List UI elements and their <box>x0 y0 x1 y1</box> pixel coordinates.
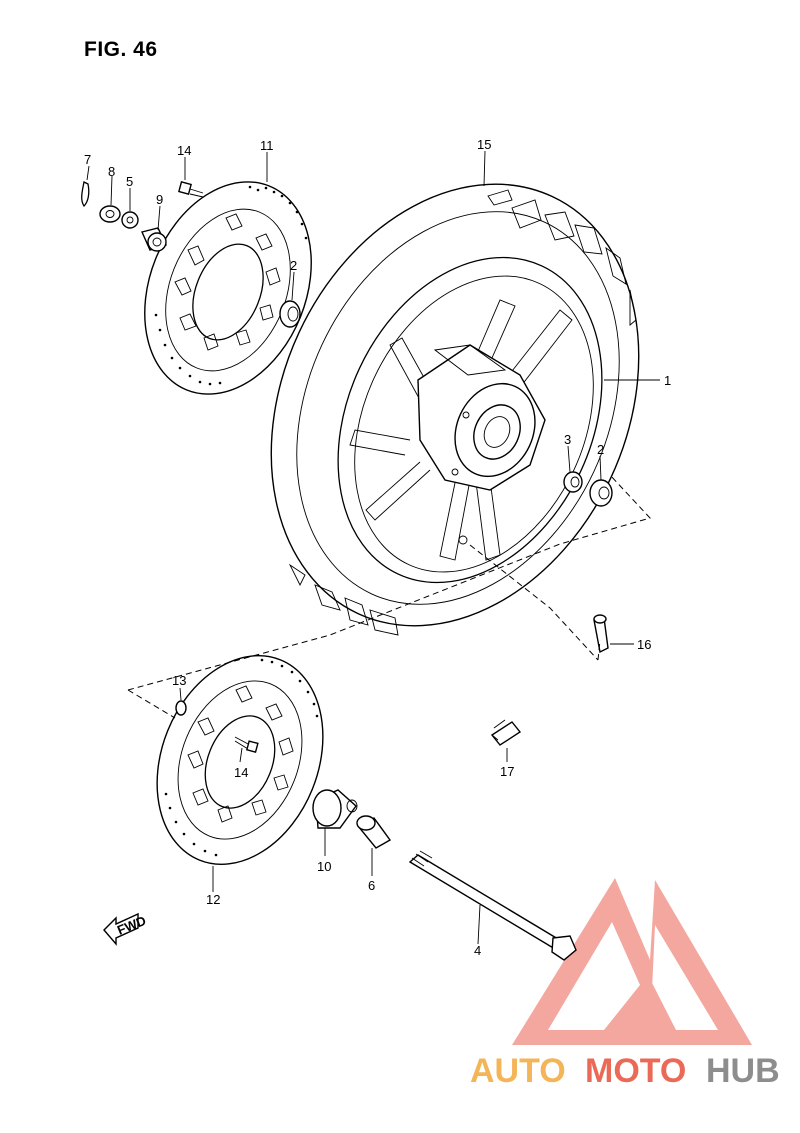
callout-10: 10 <box>317 859 331 874</box>
washer <box>121 211 139 229</box>
callout-4: 4 <box>474 943 481 958</box>
lower-washer <box>175 700 187 716</box>
svg-text:MOTO: MOTO <box>585 1052 686 1090</box>
alignment-lines <box>127 474 651 719</box>
fwd-arrow-icon: FWD <box>103 913 148 946</box>
callout-7: 7 <box>84 152 91 167</box>
watermark-text: AUTO MOTO HUB <box>470 1052 780 1090</box>
callout-6: 8 <box>108 164 115 179</box>
disc-bolt-lower <box>234 736 259 753</box>
figure-title: FIG. 46 <box>84 38 158 61</box>
callout-1: 1 <box>664 373 671 388</box>
cotter-pin <box>81 181 90 208</box>
callout-8: 9 <box>156 192 163 207</box>
fwd-label: FWD <box>115 913 148 938</box>
callout-14-lower: 14 <box>234 765 248 780</box>
bearing-spacer <box>563 471 583 493</box>
watermark-logo <box>512 878 752 1045</box>
callout-2-upper: 2 <box>290 258 297 273</box>
callout-15: 15 <box>477 137 491 152</box>
callout-16: 16 <box>637 637 651 652</box>
callout-14-upper: 14 <box>177 143 191 158</box>
callout-11: 11 <box>260 138 274 153</box>
leader-lines <box>86 150 660 945</box>
bearing-right <box>589 479 613 507</box>
callout-17: 17 <box>500 764 514 779</box>
svg-text:AUTO: AUTO <box>470 1052 566 1090</box>
nut <box>99 205 121 223</box>
svg-text:HUB: HUB <box>706 1052 780 1090</box>
axle-collar <box>312 789 358 829</box>
front-axle <box>408 850 577 961</box>
disc-bolt-upper <box>178 181 204 198</box>
callout-3: 3 <box>564 432 571 447</box>
callout-5: 5 <box>126 174 133 189</box>
axle-spacer <box>356 815 392 849</box>
callout-13: 13 <box>172 673 186 688</box>
bearing-upper <box>279 300 301 328</box>
callout-9: 6 <box>368 878 375 893</box>
wheel-assembly <box>270 183 640 636</box>
callout-2-right: 2 <box>597 442 604 457</box>
callout-12: 12 <box>206 892 220 907</box>
callout-labels: 7 8 5 9 14 11 2 15 1 3 2 16 13 14 17 10 … <box>84 137 671 958</box>
spacer <box>141 227 167 252</box>
balance-clip <box>490 719 522 746</box>
tire-valve <box>593 614 609 654</box>
